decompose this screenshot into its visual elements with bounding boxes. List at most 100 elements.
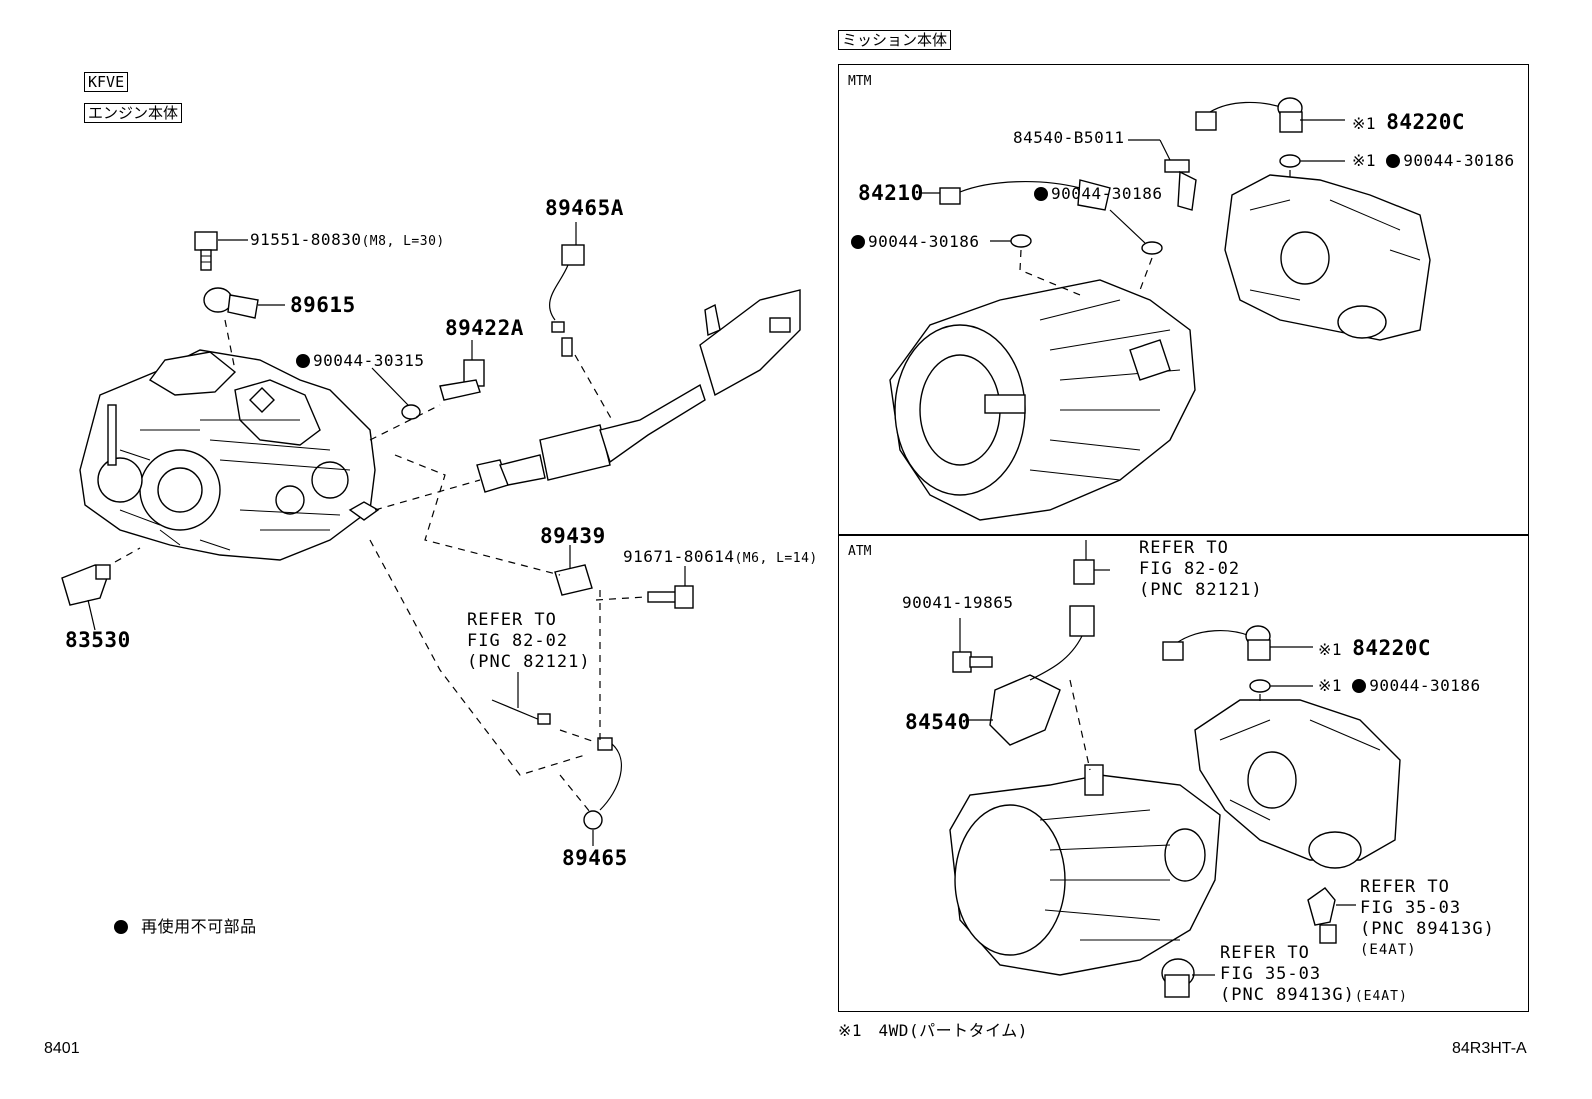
non-reusable-dot-icon <box>1352 679 1367 693</box>
non-reusable-dot-icon <box>114 920 128 934</box>
refer-note-line3: (PNC 89413G) <box>1220 985 1355 1005</box>
part-number-89615[interactable]: 89615 <box>290 293 356 317</box>
mtm-transmission <box>889 279 1196 521</box>
part-number-90044-30186-mtm-a-code: 90044-30186 <box>868 232 980 251</box>
part-number-91551-code: 91551-80830 <box>250 230 362 249</box>
part-number-90044-30186-mtm-c[interactable]: ※1 90044-30186 <box>1352 152 1515 170</box>
refer-note-line2: FIG 82-02 <box>1139 559 1241 579</box>
legend-non-reusable-text: 再使用不可部品 <box>141 917 257 936</box>
atm-dashed-leaders <box>1069 679 1091 771</box>
part-number-90044-30315-code: 90044-30315 <box>313 351 425 370</box>
mtm-sensor-84210 <box>920 179 1111 211</box>
mtm-washers <box>990 209 1163 255</box>
atm-sensor-89413G-b <box>1161 958 1215 998</box>
part-number-91671-code: 91671-80614 <box>623 547 735 566</box>
part-number-84220C-mtm[interactable]: ※1 84220C <box>1352 110 1465 134</box>
part-number-91671-spec: (M6, L=14) <box>734 551 818 566</box>
engine-assembly <box>79 349 380 561</box>
refer-note-line2: FIG 35-03 <box>1220 964 1322 984</box>
refer-note-line1: REFER TO <box>1139 538 1229 558</box>
bolt-91551 <box>194 231 248 271</box>
part-number-84220C-mtm-code: 84220C <box>1386 110 1466 134</box>
part-number-91671[interactable]: 91671-80614(M6, L=14) <box>623 548 818 568</box>
mtm-dashed-leaders <box>1019 170 1291 296</box>
washer-90044-30315 <box>371 367 421 420</box>
part-number-91551-spec: (M8, L=30) <box>361 234 445 249</box>
page-code: 8401 <box>44 1040 80 1057</box>
figure-code: 84R3HT-A <box>1452 1040 1527 1057</box>
sensor-83530 <box>61 564 111 631</box>
atm-bolt-90041 <box>952 618 993 673</box>
mark-1: ※1 <box>1318 676 1343 695</box>
part-number-90044-30186-mtm-b-code: 90044-30186 <box>1051 184 1163 203</box>
mtm-panel <box>838 64 1529 536</box>
refer-note-e4at: (E4AT) <box>1354 989 1408 1004</box>
o2-sensor-89465 <box>491 672 622 846</box>
part-number-90044-30186-atm-code: 90044-30186 <box>1369 676 1481 695</box>
refer-note-line3-with-e4at: (PNC 89413G)(E4AT) <box>1220 985 1408 1007</box>
footnote-4wd: ※1 4WD(パートタイム) <box>838 1021 1028 1040</box>
mtm-sensor-84220C <box>1195 97 1345 133</box>
refer-note-line2: FIG 35-03 <box>1360 898 1462 918</box>
mtm-transfer-case <box>1224 174 1431 341</box>
mark-1: ※1 <box>1352 151 1377 170</box>
non-reusable-dot-icon <box>851 235 865 249</box>
part-number-89465[interactable]: 89465 <box>562 846 628 870</box>
refer-note-fig-35-03-b[interactable]: REFER TO FIG 35-03 (PNC 89413G)(E4AT) <box>1220 943 1408 1007</box>
atm-sensor-89413G-a <box>1307 887 1356 944</box>
bracket-89439 <box>554 545 593 596</box>
atm-switch-84540 <box>965 540 1110 746</box>
engine-body-tag: エンジン本体 <box>84 103 183 123</box>
non-reusable-dot-icon <box>1034 187 1048 201</box>
refer-note-e4at: (E4AT) <box>1360 942 1417 958</box>
atm-transfer-case <box>1194 699 1401 869</box>
refer-note-line3: (PNC 82121) <box>1139 580 1263 600</box>
atm-sensor-84220C <box>1162 625 1313 661</box>
part-number-83530[interactable]: 83530 <box>65 628 131 652</box>
part-number-84220C-atm-code: 84220C <box>1352 636 1432 660</box>
part-number-84220C-atm[interactable]: ※1 84220C <box>1318 636 1431 660</box>
atm-panel-title: ATM <box>848 544 872 559</box>
atm-transmission <box>949 764 1221 976</box>
refer-note-line3: (PNC 82121) <box>467 652 591 672</box>
sensor-89422A <box>439 340 485 401</box>
non-reusable-dot-icon <box>1386 154 1401 168</box>
part-number-89439[interactable]: 89439 <box>540 524 606 548</box>
refer-note-line3: (PNC 89413G) <box>1360 919 1495 939</box>
refer-note-fig-82-02-atm[interactable]: REFER TO FIG 82-02 (PNC 82121) <box>1139 538 1263 601</box>
non-reusable-dot-icon <box>296 354 310 368</box>
part-number-90041-19865[interactable]: 90041-19865 <box>902 593 1014 612</box>
atm-panel <box>838 534 1529 1012</box>
part-number-90044-30186-mtm-a[interactable]: 90044-30186 <box>851 233 979 251</box>
bolt-91671 <box>647 566 694 609</box>
sensor-89615 <box>203 287 285 319</box>
mark-1: ※1 <box>1352 114 1377 133</box>
mtm-panel-title: MTM <box>848 74 872 89</box>
transmission-body-tag: ミッション本体 <box>838 30 952 50</box>
part-number-90044-30186-atm[interactable]: ※1 90044-30186 <box>1318 677 1481 695</box>
part-number-89465A[interactable]: 89465A <box>545 196 624 220</box>
part-number-89422A[interactable]: 89422A <box>445 316 524 340</box>
refer-note-fig-35-03-a[interactable]: REFER TO FIG 35-03 (PNC 89413G) (E4AT) <box>1360 877 1495 961</box>
mtm-switch-84540-B5011 <box>1128 139 1197 211</box>
part-number-90044-30315[interactable]: 90044-30315 <box>296 352 424 370</box>
exhaust-pipe <box>476 289 801 493</box>
part-number-90044-30186-mtm-c-code: 90044-30186 <box>1403 151 1515 170</box>
legend-non-reusable: 再使用不可部品 <box>114 918 257 936</box>
refer-note-line2: FIG 82-02 <box>467 631 569 651</box>
part-number-90044-30186-mtm-b[interactable]: 90044-30186 <box>1034 185 1162 203</box>
part-number-91551[interactable]: 91551-80830(M8, L=30) <box>250 231 445 251</box>
engine-code-tag: KFVE <box>84 72 129 92</box>
mtm-washer-upper <box>1279 154 1345 168</box>
refer-note-line1: REFER TO <box>1220 943 1310 963</box>
refer-note-fig-82-02-left[interactable]: REFER TO FIG 82-02 (PNC 82121) <box>467 610 591 673</box>
part-number-84540-B5011[interactable]: 84540-B5011 <box>1013 128 1125 147</box>
o2-sensor-89465A <box>549 222 585 357</box>
dashed-leaders-left <box>114 319 646 813</box>
part-number-84540[interactable]: 84540 <box>905 710 971 734</box>
part-number-84210[interactable]: 84210 <box>858 181 924 205</box>
atm-washer <box>1249 679 1313 705</box>
refer-note-line1: REFER TO <box>1360 877 1450 897</box>
mark-1: ※1 <box>1318 640 1343 659</box>
